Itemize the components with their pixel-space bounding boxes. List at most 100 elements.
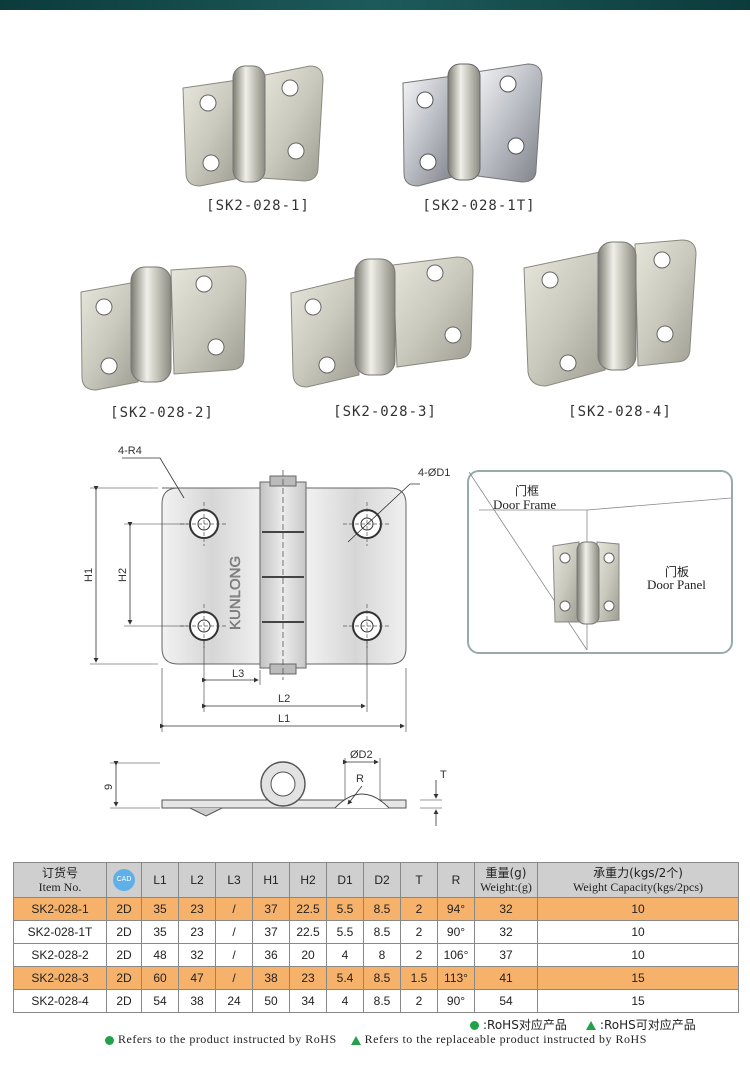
cell-d2: 8: [363, 943, 401, 967]
cell-h1: 38: [252, 966, 290, 990]
cell-h2: 23: [289, 966, 327, 990]
cell-l2: 23: [178, 897, 216, 921]
rohs-triangle-icon: [350, 1035, 361, 1045]
col-h1: H1: [252, 862, 290, 898]
door-panel-cn: 门板: [665, 565, 690, 579]
cell-capacity: 10: [537, 920, 739, 944]
col-d1: D1: [326, 862, 364, 898]
cell-d2: 8.5: [363, 897, 401, 921]
product-caption: [SK2-028-1T]: [422, 198, 536, 214]
cell-r: 90°: [437, 920, 475, 944]
cell-cad: 2D: [106, 897, 142, 921]
rohs-dot-icon: [105, 1035, 114, 1045]
cell-h1: 50: [252, 989, 290, 1013]
cell-d1: 4: [326, 943, 364, 967]
r-label: R: [356, 773, 364, 785]
cell-weight: 32: [474, 897, 538, 921]
cell-weight: 37: [474, 943, 538, 967]
l3-label: L3: [232, 668, 244, 680]
cell-r: 94°: [437, 897, 475, 921]
cell-d2: 8.5: [363, 989, 401, 1013]
header-bar: [0, 0, 750, 10]
l1-label: L1: [278, 713, 290, 725]
cell-h2: 22.5: [289, 920, 327, 944]
cell-l1: 35: [141, 897, 179, 921]
brand-text: KUNLONG: [227, 556, 244, 630]
hole-diameter-label: 4-ØD1: [418, 467, 450, 479]
cell-d1: 5.5: [326, 920, 364, 944]
cell-r: 113°: [437, 966, 475, 990]
col-l2: L2: [178, 862, 216, 898]
cell-h2: 34: [289, 989, 327, 1013]
door-diagram: 门框 Door Frame 门板 Door Panel: [467, 470, 733, 654]
cell-item: SK2-028-3: [13, 966, 107, 990]
cell-t: 1.5: [400, 966, 438, 990]
cell-l1: 60: [141, 966, 179, 990]
cell-d1: 5.5: [326, 897, 364, 921]
col-r: R: [437, 862, 475, 898]
cell-capacity: 10: [537, 897, 739, 921]
hinge-photo-2: [80, 265, 247, 391]
col-cad: CAD: [106, 862, 142, 898]
col-h2: H2: [289, 862, 327, 898]
rohs-notes: Refers to the product instructed by RoHS…: [105, 1032, 647, 1047]
hinge-photo-1: [182, 65, 324, 187]
product-caption: [SK2-028-1]: [206, 198, 310, 214]
cell-item: SK2-028-1T: [13, 920, 107, 944]
d2-label: ØD2: [350, 749, 373, 761]
cell-weight: 54: [474, 989, 538, 1013]
col-l3: L3: [215, 862, 253, 898]
cell-h1: 37: [252, 920, 290, 944]
cell-t: 2: [400, 897, 438, 921]
hinge-photo-4: [523, 239, 697, 387]
cell-l3: 24: [215, 989, 253, 1013]
thickness-label: 9: [103, 784, 115, 790]
cell-weight: 32: [474, 920, 538, 944]
hinge-photo-3: [290, 256, 474, 388]
cell-capacity: 10: [537, 943, 739, 967]
rohs-replace-legend-text: :RoHS可对应产品: [599, 1018, 696, 1032]
cell-t: 2: [400, 989, 438, 1013]
rohs-note-text: Refers to the product instructed by RoHS: [118, 1032, 337, 1046]
rohs-replace-note-text: Refers to the replaceable product instru…: [364, 1032, 647, 1046]
cell-cad: 2D: [106, 943, 142, 967]
cell-t: 2: [400, 943, 438, 967]
cell-l2: 38: [178, 989, 216, 1013]
rohs-dot-icon: [470, 1021, 479, 1030]
radius-label: 4-R4: [118, 445, 142, 457]
door-panel-en: Door Panel: [647, 577, 706, 592]
col-d2: D2: [363, 862, 401, 898]
cell-cad: 2D: [106, 920, 142, 944]
cell-r: 106°: [437, 943, 475, 967]
cell-item: SK2-028-2: [13, 943, 107, 967]
door-frame-cn: 门框: [515, 484, 540, 498]
door-illustration: [468, 471, 732, 651]
product-caption: [SK2-028-2]: [110, 405, 214, 421]
col-capacity: 承重力(kgs/2个)Weight Capacity(kgs/2pcs): [537, 862, 739, 898]
cell-d2: 8.5: [363, 966, 401, 990]
cell-cad: 2D: [106, 989, 142, 1013]
cell-l2: 23: [178, 920, 216, 944]
cell-h2: 22.5: [289, 897, 327, 921]
cell-item: SK2-028-1: [13, 897, 107, 921]
cell-h1: 36: [252, 943, 290, 967]
h1-label: H1: [83, 568, 95, 582]
cell-l3: /: [215, 943, 253, 967]
cell-cad: 2D: [106, 966, 142, 990]
cell-item: SK2-028-4: [13, 989, 107, 1013]
door-frame-en: Door Frame: [493, 497, 557, 512]
cell-d2: 8.5: [363, 920, 401, 944]
cell-l3: /: [215, 920, 253, 944]
col-t: T: [400, 862, 438, 898]
t-label: T: [440, 769, 447, 781]
cell-h2: 20: [289, 943, 327, 967]
cell-d1: 5.4: [326, 966, 364, 990]
l2-label: L2: [278, 693, 290, 705]
cell-l1: 48: [141, 943, 179, 967]
col-l1: L1: [141, 862, 179, 898]
